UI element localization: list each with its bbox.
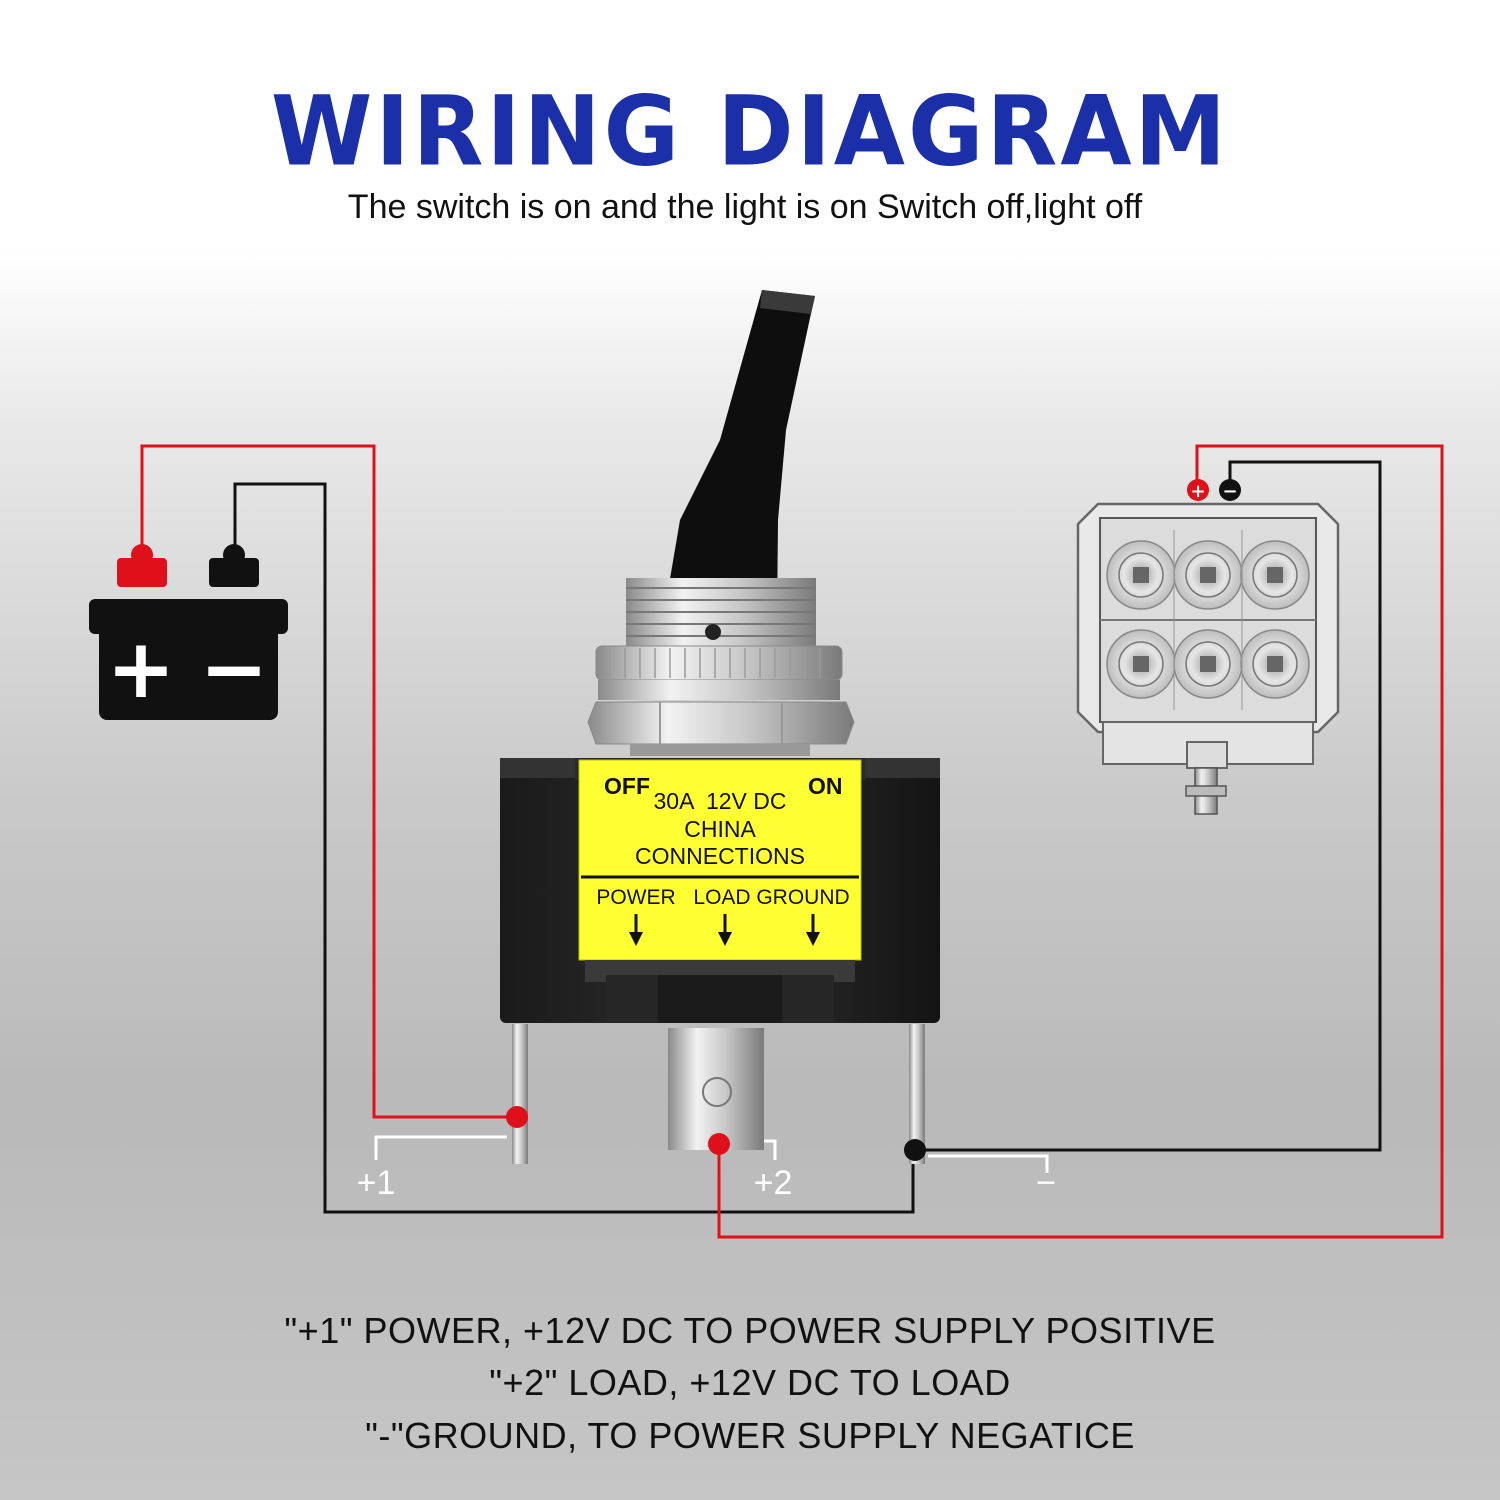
light-negative-terminal (1219, 479, 1241, 501)
wire-battery-negative (233, 482, 915, 1214)
connection-dot-load (708, 1133, 730, 1155)
label-rating: 30A 12V DC (654, 788, 787, 814)
label-connections: CONNECTIONS (635, 843, 805, 869)
battery-icon: + − (89, 544, 288, 720)
toggle-switch: OFF ON 30A 12V DC CHINA CONNECTIONS POWE… (500, 290, 940, 1164)
wire-light-negative (915, 460, 1382, 1152)
terminal-2-blade (668, 1028, 764, 1150)
battery-minus-sign: − (200, 622, 269, 717)
down-arrow-icons (629, 914, 820, 946)
switch-hex-nut (587, 701, 855, 745)
wire-load-positive (717, 444, 1444, 1239)
connection-dot-ground (904, 1139, 926, 1161)
terminal-label-plus1: +1 (357, 1164, 396, 1202)
terminal-label-minus: − (1036, 1164, 1056, 1202)
caption-line-2: "+2" LOAD, +12V DC TO LOAD (489, 1362, 1011, 1403)
page-subtitle: The switch is on and the light is on Swi… (347, 188, 1143, 226)
connection-dot-power (506, 1106, 528, 1128)
caption-line-1: "+1" POWER, +12V DC TO POWER SUPPLY POSI… (284, 1310, 1216, 1351)
label-origin: CHINA (684, 816, 756, 842)
light-positive-terminal (1187, 479, 1209, 501)
label-leader-1 (374, 1135, 507, 1160)
terminal-1-blade (512, 1024, 528, 1164)
battery-plus-sign: + (107, 622, 176, 717)
work-light-icon: + − (1076, 479, 1340, 815)
wire-battery-positive (140, 444, 517, 1119)
label-off: OFF (604, 773, 650, 799)
label-load: LOAD (693, 886, 750, 909)
caption-line-3: "-"GROUND, TO POWER SUPPLY NEGATICE (365, 1415, 1135, 1456)
label-leader-3 (928, 1154, 1049, 1173)
switch-lever (663, 290, 815, 620)
terminal-label-plus2: +2 (754, 1164, 793, 1202)
svg-text:+: + (1190, 481, 1205, 502)
label-power: POWER (596, 886, 675, 909)
label-on: ON (808, 773, 843, 799)
page-title: WIRING DIAGRAM (270, 75, 1230, 188)
terminal-3-blade (909, 1024, 925, 1164)
label-ground: GROUND (756, 886, 849, 909)
svg-text:−: − (1222, 481, 1237, 502)
light-lens-grid (1100, 530, 1316, 710)
